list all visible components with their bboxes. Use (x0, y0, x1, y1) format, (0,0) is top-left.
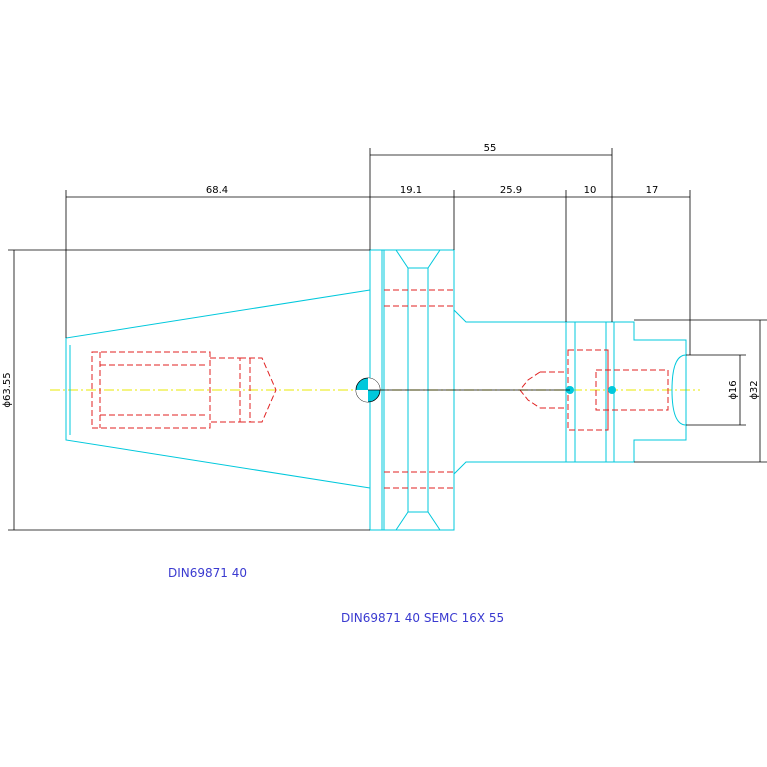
standard-label: DIN69871 40 (168, 566, 247, 580)
dim-seg-10: 10 (584, 185, 597, 196)
neck-body (453, 290, 687, 490)
dimension-lines (8, 148, 767, 531)
dim-flange-diameter: ϕ63.55 (2, 372, 13, 407)
dim-seg-17: 17 (646, 185, 659, 196)
dim-flange-width: 19.1 (400, 185, 422, 196)
dim-neck-length: 25.9 (500, 185, 522, 196)
taper-body (65, 289, 371, 489)
dim-diameter-32: ϕ32 (749, 380, 760, 399)
dim-diameter-16: ϕ16 (728, 380, 739, 399)
part-label: DIN69871 40 SEMC 16X 55 (341, 611, 504, 625)
dim-overall: 55 (484, 143, 497, 154)
dim-taper-length: 68.4 (206, 185, 228, 196)
